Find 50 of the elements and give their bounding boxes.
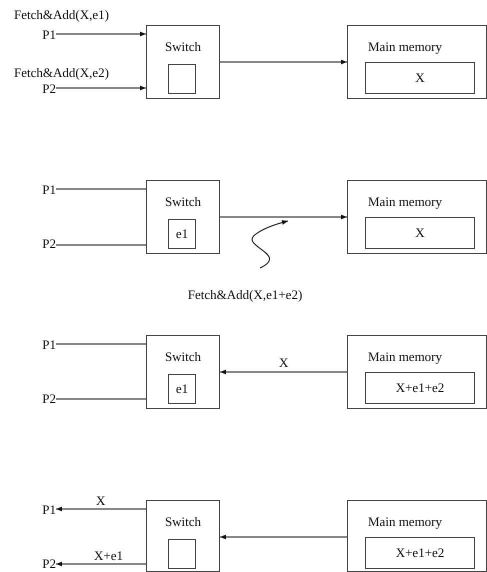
connector-line <box>56 398 146 400</box>
port-label: P1 <box>36 338 56 352</box>
memory-box <box>347 500 487 572</box>
arrow <box>220 370 348 374</box>
message-label: Fetch&Add(X,e1+e2) <box>185 287 305 303</box>
box-title: Switch <box>164 40 202 53</box>
port-label: P1 <box>36 503 56 517</box>
box-title: Main memory <box>368 40 442 53</box>
edge-label: X+e1 <box>93 549 124 562</box>
box-title: Switch <box>164 195 202 208</box>
port-label: P2 <box>36 392 56 406</box>
memory-box <box>347 180 487 254</box>
memory-cell: X <box>365 217 475 249</box>
memory-cell: X+e1+e2 <box>365 372 475 404</box>
switch-box <box>146 180 220 254</box>
port-label: P2 <box>36 557 56 571</box>
arrow <box>220 214 348 220</box>
arrow <box>220 534 348 540</box>
port-label: P1 <box>36 183 56 197</box>
arrow <box>56 32 146 36</box>
buffer-box: e1 <box>168 374 196 404</box>
memory-cell: X <box>365 62 475 94</box>
port-label: P2 <box>36 237 56 251</box>
box-title: Switch <box>164 350 202 363</box>
box-title: Main memory <box>368 195 442 208</box>
switch-box <box>146 500 220 572</box>
arrow <box>56 86 146 90</box>
box-title: Main memory <box>368 515 442 528</box>
connector-line <box>56 188 146 190</box>
buffer-box <box>168 64 196 94</box>
box-title: Switch <box>164 515 202 528</box>
arrow <box>56 506 146 512</box>
memory-box <box>347 25 487 99</box>
edge-label: Fetch&Add(X,e1) <box>13 8 110 21</box>
port-label: P1 <box>36 28 56 42</box>
buffer-box: e1 <box>168 219 196 249</box>
switch-box <box>146 335 220 409</box>
switch-box <box>146 25 220 99</box>
edge-label: Fetch&Add(X,e2) <box>13 66 110 79</box>
arrow <box>56 562 146 566</box>
box-title: Main memory <box>368 350 442 363</box>
edge-label: X <box>278 356 290 369</box>
leader-line <box>252 220 288 268</box>
memory-cell: X+e1+e2 <box>365 537 475 569</box>
edge-label: X <box>95 494 106 507</box>
arrow <box>220 60 348 64</box>
port-label: P2 <box>36 82 56 96</box>
memory-box <box>347 335 487 409</box>
buffer-box <box>168 539 196 569</box>
connector-line <box>56 244 146 246</box>
